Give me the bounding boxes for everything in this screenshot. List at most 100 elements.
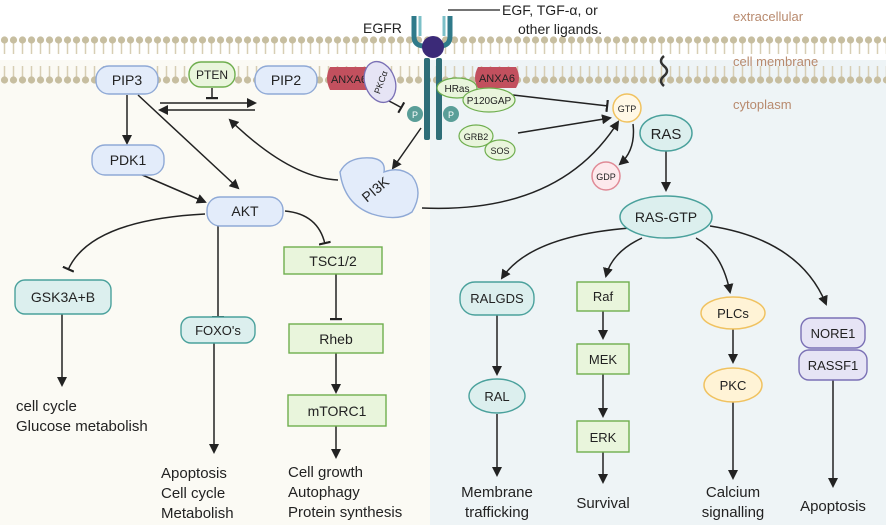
node-grb2-label: GRB2 bbox=[464, 132, 489, 142]
outcome-gsk-1: cell cycle bbox=[16, 398, 77, 415]
node-sos-label: SOS bbox=[490, 146, 509, 156]
edge-pip3-akt bbox=[137, 94, 240, 190]
node-sos: SOS bbox=[484, 139, 516, 161]
outcome-pkc-2: signalling bbox=[702, 504, 765, 521]
edge-egfr-pi3k bbox=[391, 127, 422, 170]
node-anxa6-right: ANXA6 bbox=[475, 67, 519, 88]
node-raf-label: Raf bbox=[593, 289, 614, 304]
node-akt: AKT bbox=[206, 196, 284, 227]
node-ral: RAL bbox=[468, 378, 526, 414]
node-rassf1: RASSF1 bbox=[798, 349, 868, 381]
edges bbox=[57, 88, 838, 488]
node-erk-label: ERK bbox=[590, 430, 617, 445]
node-pten: PTEN bbox=[188, 61, 236, 88]
node-pip2-label: PIP2 bbox=[271, 72, 302, 88]
outcome-texts: cell cycle Glucose metabolish Apoptosis … bbox=[16, 398, 866, 522]
edge-akt-tsc bbox=[284, 210, 331, 246]
node-akt-label: AKT bbox=[231, 203, 259, 219]
node-rheb-label: Rheb bbox=[319, 331, 353, 347]
node-tsc: TSC1/2 bbox=[283, 246, 383, 275]
node-anxa6-left: ANXA6 bbox=[327, 67, 371, 90]
node-pten-label: PTEN bbox=[196, 68, 228, 82]
node-p120gap-label: P120GAP bbox=[467, 96, 512, 107]
node-gsk3: GSK3A+B bbox=[14, 279, 112, 315]
node-gtp-label: GTP bbox=[618, 104, 637, 114]
phospho-left bbox=[407, 106, 423, 122]
outcome-foxo-1: Apoptosis bbox=[161, 465, 227, 482]
node-p120gap: P120GAP bbox=[462, 87, 516, 113]
outcome-mtor-2: Autophagy bbox=[288, 484, 360, 501]
node-anxa6-right-label: ANXA6 bbox=[479, 73, 515, 85]
ligand-icon bbox=[422, 36, 444, 58]
node-ral-label: RAL bbox=[484, 389, 509, 404]
region-label-extracellular: extracellular bbox=[733, 9, 804, 24]
outcome-ral-1: Membrane bbox=[461, 484, 533, 501]
node-pkca: PKCα bbox=[363, 60, 397, 104]
region-label-cytoplasm: cytoplasm bbox=[733, 97, 792, 112]
outcome-rassf-1: Apoptosis bbox=[800, 498, 866, 515]
edge-akt-gsk3 bbox=[62, 213, 206, 273]
node-foxo: FOXO's bbox=[180, 316, 256, 344]
ligands-label-1: EGF, TGF-α, or bbox=[502, 2, 598, 18]
outcome-foxo-3: Metabolish bbox=[161, 505, 234, 522]
node-mek: MEK bbox=[576, 343, 630, 375]
node-ras-gtp-label: RAS-GTP bbox=[635, 209, 697, 225]
node-plcs-label: PLCs bbox=[717, 306, 749, 321]
node-pkc: PKC bbox=[703, 367, 763, 403]
phospho-right bbox=[443, 106, 459, 122]
edge-pi3k-gtp bbox=[421, 120, 620, 210]
node-mtorc1-label: mTORC1 bbox=[308, 403, 367, 419]
node-ralgds-label: RALGDS bbox=[470, 291, 524, 306]
region-label-membrane: cell membrane bbox=[733, 54, 818, 69]
ligands-label-2: other ligands. bbox=[518, 21, 602, 37]
outcome-ral-2: trafficking bbox=[465, 504, 529, 521]
node-rassf1-label: RASSF1 bbox=[808, 358, 859, 373]
node-erk: ERK bbox=[576, 420, 630, 453]
node-pi3k: PI3K bbox=[339, 157, 419, 219]
outcome-mtor-3: Protein synthesis bbox=[288, 504, 402, 521]
node-rheb: Rheb bbox=[288, 323, 384, 354]
node-gdp-label: GDP bbox=[596, 172, 616, 182]
outcome-foxo-2: Cell cycle bbox=[161, 485, 225, 502]
node-nore1-label: NORE1 bbox=[811, 326, 856, 341]
node-pdk1: PDK1 bbox=[91, 144, 165, 176]
edge-gtp-gdp bbox=[618, 123, 635, 166]
outcome-mtor-1: Cell growth bbox=[288, 464, 363, 481]
node-ras: RAS bbox=[639, 114, 693, 152]
edge-rasgtp-nore1 bbox=[709, 225, 828, 306]
egfr-label: EGFR bbox=[363, 20, 402, 36]
node-pkc-label: PKC bbox=[720, 378, 747, 393]
node-hras-label: HRas bbox=[444, 84, 469, 95]
edge-sos-gtp bbox=[517, 114, 612, 134]
node-mtorc1: mTORC1 bbox=[287, 394, 387, 427]
node-anxa6-left-label: ANXA6 bbox=[331, 74, 367, 86]
node-raf: Raf bbox=[576, 281, 630, 312]
node-pip3-label: PIP3 bbox=[112, 72, 143, 88]
node-gtp: GTP bbox=[612, 93, 642, 123]
node-ralgds: RALGDS bbox=[459, 281, 535, 316]
outcome-gsk-2: Glucose metabolish bbox=[16, 418, 148, 435]
edge-rasgtp-raf bbox=[603, 237, 643, 278]
node-ras-label: RAS bbox=[651, 126, 682, 143]
phospho-label-left: P bbox=[412, 110, 418, 120]
node-nore1: NORE1 bbox=[800, 317, 866, 349]
node-gdp: GDP bbox=[591, 161, 621, 191]
edge-rasgtp-ralgds bbox=[500, 227, 631, 280]
node-plcs: PLCs bbox=[700, 296, 766, 330]
edge-gap-inhibit bbox=[512, 94, 609, 112]
node-pip3: PIP3 bbox=[95, 65, 159, 95]
outcome-pkc-1: Calcium bbox=[706, 484, 760, 501]
node-pip2: PIP2 bbox=[254, 65, 318, 95]
node-gsk3-label: GSK3A+B bbox=[31, 289, 95, 305]
edge-pdk1-akt bbox=[139, 173, 207, 204]
node-grb2: GRB2 bbox=[458, 124, 494, 148]
outcome-erk-1: Survival bbox=[576, 495, 629, 512]
node-ras-gtp: RAS-GTP bbox=[619, 195, 713, 239]
node-mek-label: MEK bbox=[589, 352, 618, 367]
phospho-label-right: P bbox=[448, 110, 454, 120]
egfr-receptor: P P bbox=[407, 16, 459, 140]
node-foxo-label: FOXO's bbox=[195, 323, 241, 338]
node-tsc-label: TSC1/2 bbox=[309, 253, 357, 269]
